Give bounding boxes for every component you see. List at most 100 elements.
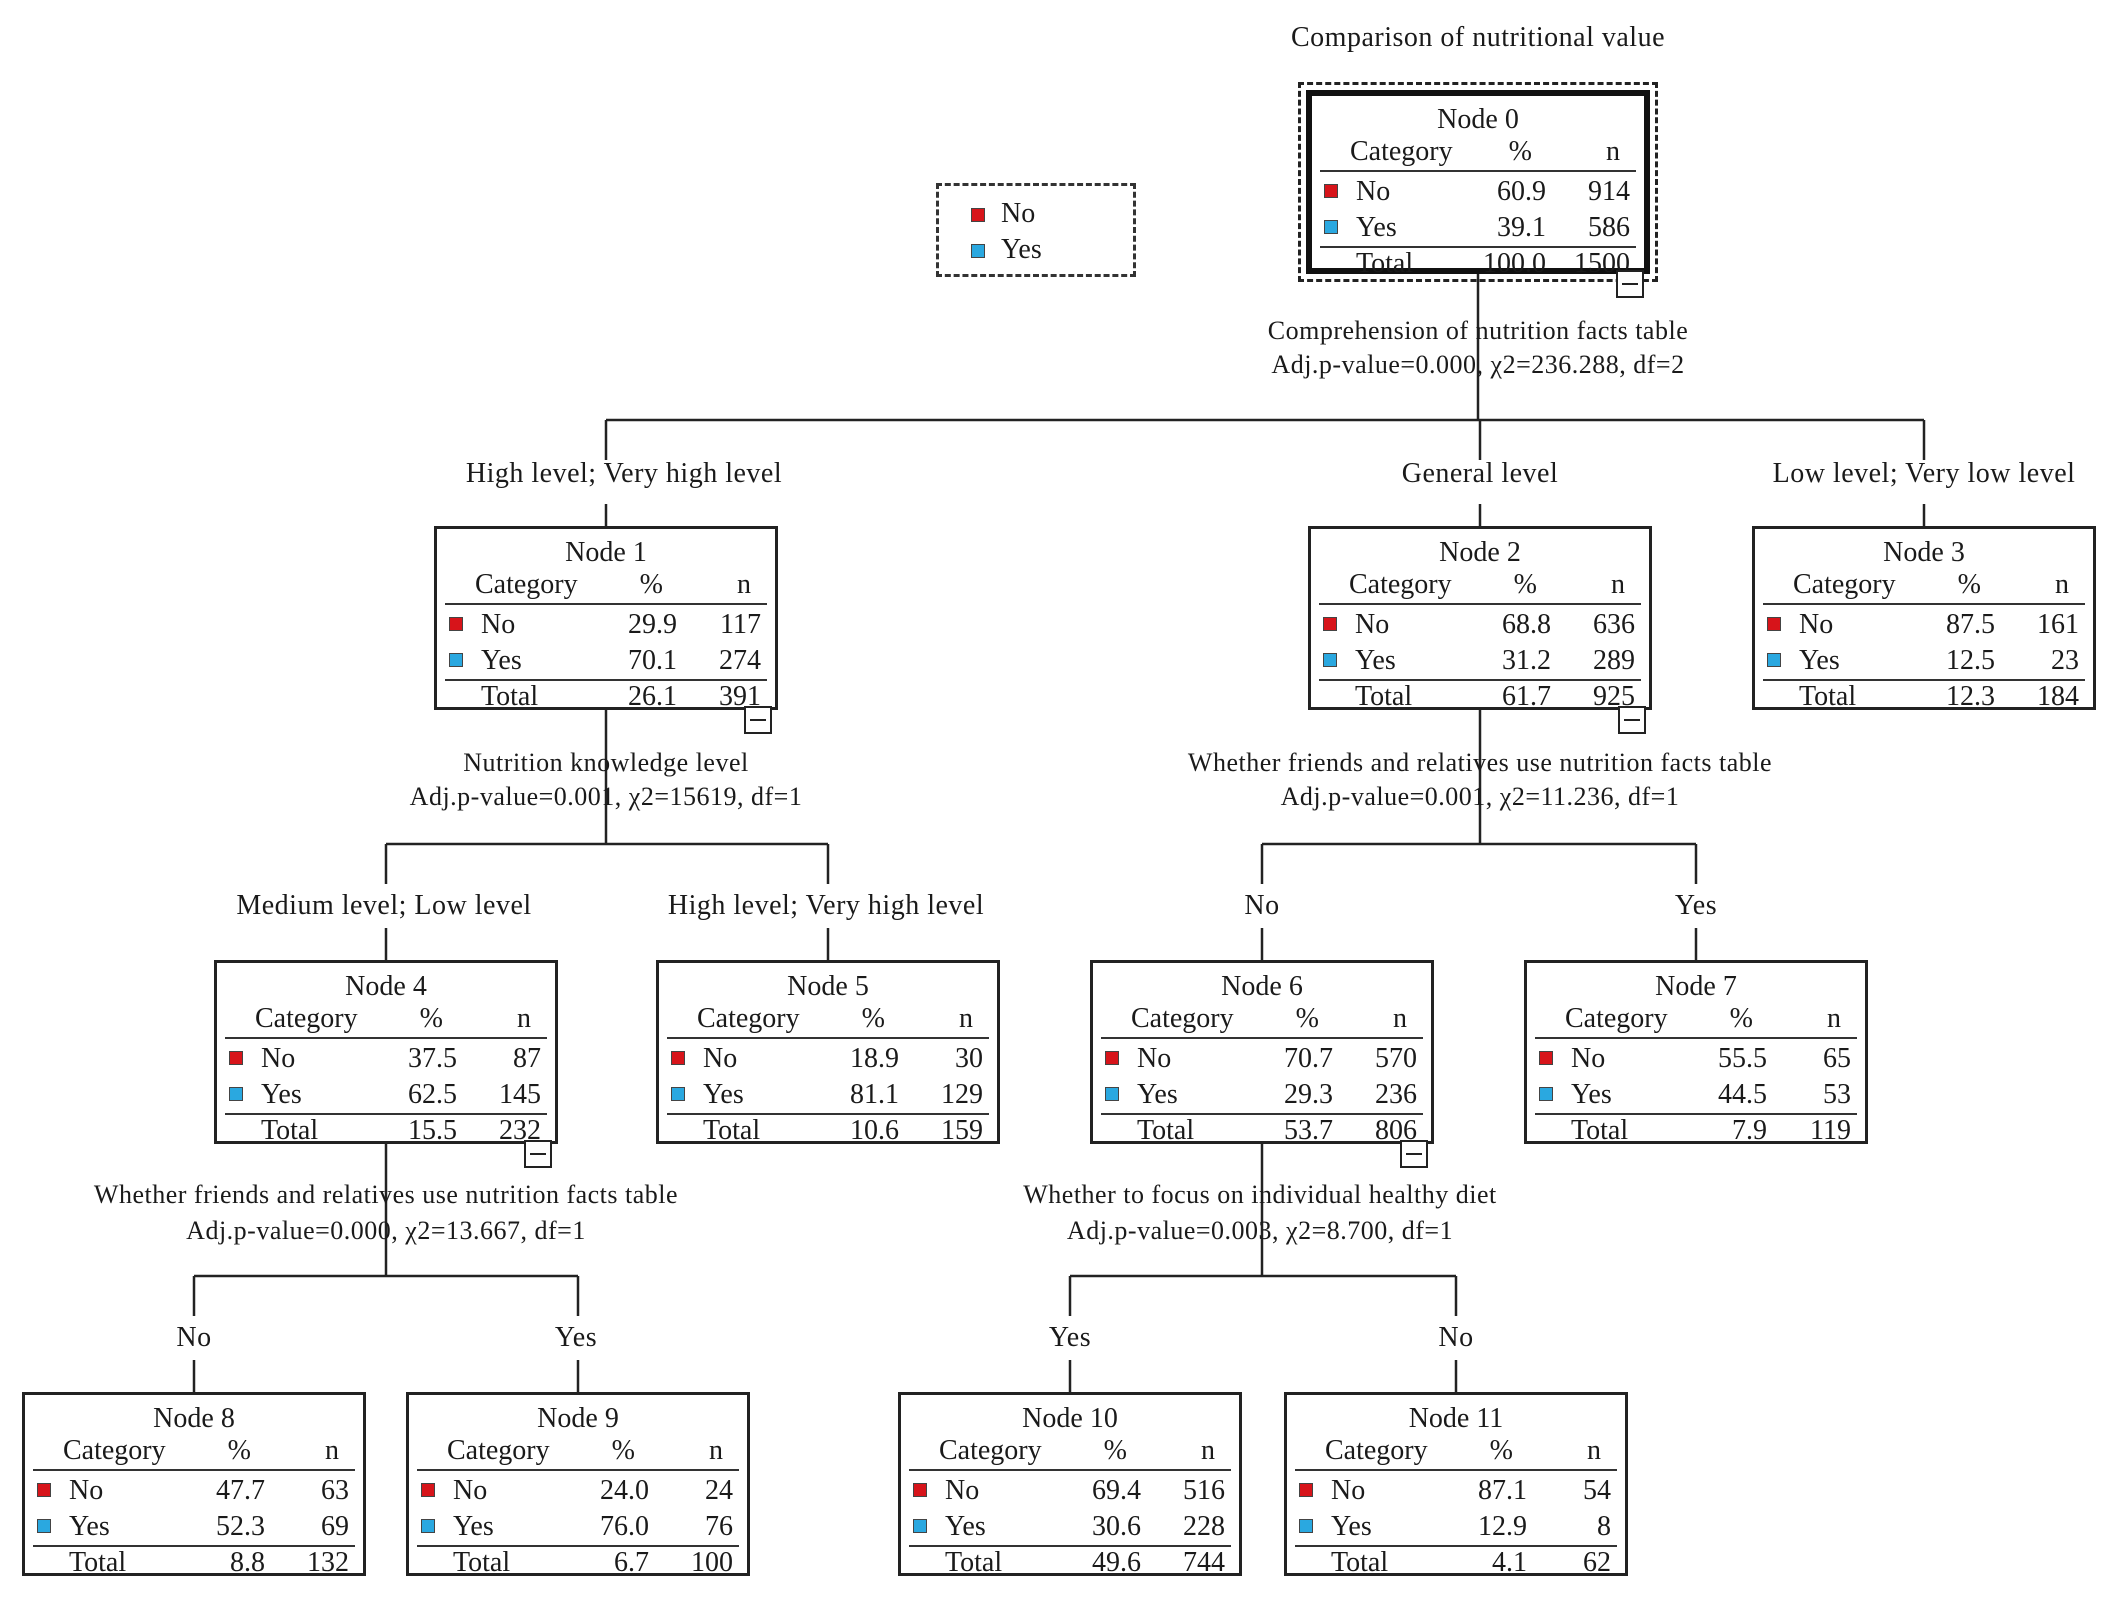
collapse-icon[interactable] <box>1616 270 1644 298</box>
node-header-row: Category % n <box>667 1003 989 1039</box>
divider <box>909 1469 1231 1471</box>
tree-node[interactable]: Node 11 Category % n No 87.1 54 Yes 12.9… <box>1284 1392 1628 1578</box>
pct-value: 76.0 <box>600 1511 649 1542</box>
tree-node[interactable]: Node 10 Category % n No 69.4 516 Yes 30.… <box>898 1392 1242 1578</box>
tree-node[interactable]: Node 3 Category % n No 87.5 161 Yes 12.5… <box>1752 526 2096 712</box>
collapse-icon[interactable] <box>1618 706 1646 734</box>
node-header-row: Category % n <box>1295 1435 1617 1471</box>
tree-node[interactable]: Node 5 Category % n No 18.9 30 Yes 81.1 … <box>656 960 1000 1146</box>
pct-value: 55.5 <box>1718 1043 1767 1074</box>
pct-header: % <box>1957 569 1981 600</box>
divider <box>1295 1469 1617 1471</box>
row-total: Total 49.6 744 <box>909 1547 1231 1583</box>
branch-label: High level; Very high level <box>667 890 985 921</box>
tree-node[interactable]: Node 6 Category % n No 70.7 570 Yes 29.3… <box>1090 960 1434 1146</box>
category-label: Yes <box>1355 645 1396 676</box>
yes-swatch-icon <box>449 653 463 667</box>
category-header: Category <box>447 1435 550 1466</box>
node-header-row: Category % n <box>33 1435 355 1471</box>
pct-value: 70.1 <box>628 645 677 676</box>
category-label: Yes <box>1571 1079 1612 1110</box>
pct-value: 4.1 <box>1492 1547 1527 1578</box>
category-label: Yes <box>1356 212 1397 243</box>
total-label: Total <box>1137 1115 1195 1146</box>
node-title: Node 10 <box>1022 1403 1118 1434</box>
node-header-row: Category % n <box>417 1435 739 1471</box>
pct-value: 62.5 <box>408 1079 457 1110</box>
branch-label: No <box>1438 1322 1474 1353</box>
n-value: 24 <box>705 1475 733 1506</box>
row-total: Total 7.9 119 <box>1535 1115 1857 1151</box>
pct-value: 39.1 <box>1497 212 1546 243</box>
row-no: No 29.9 117 <box>445 609 767 645</box>
total-label: Total <box>481 681 539 712</box>
n-header: n <box>1393 1003 1407 1034</box>
total-label: Total <box>703 1115 761 1146</box>
pct-value: 52.3 <box>216 1511 265 1542</box>
split-variable: Whether friends and relatives use nutrit… <box>93 1180 679 1209</box>
collapse-icon[interactable] <box>1400 1140 1428 1168</box>
row-yes: Yes 70.1 274 <box>445 645 767 681</box>
branch-label: Yes <box>1048 1322 1092 1353</box>
row-yes: Yes 12.9 8 <box>1295 1511 1617 1547</box>
row-no: No 60.9 914 <box>1320 176 1636 212</box>
tree-node[interactable]: Node 1 Category % n No 29.9 117 Yes 70.1… <box>434 526 778 712</box>
no-swatch-icon <box>421 1483 435 1497</box>
node-header-row: Category % n <box>1763 569 2085 605</box>
category-label: Yes <box>453 1511 494 1542</box>
category-header: Category <box>1350 136 1453 167</box>
n-value: 87 <box>513 1043 541 1074</box>
n-header: n <box>1611 569 1625 600</box>
split-variable: Whether to focus on individual healthy d… <box>1023 1180 1497 1209</box>
branch-label: No <box>176 1322 212 1353</box>
tree-node[interactable]: Node 7 Category % n No 55.5 65 Yes 44.5 … <box>1524 960 1868 1146</box>
collapse-icon[interactable] <box>524 1140 552 1168</box>
tree-node[interactable]: Node 4 Category % n No 37.5 87 Yes 62.5 … <box>214 960 558 1146</box>
n-value: 159 <box>941 1115 983 1146</box>
row-yes: Yes 62.5 145 <box>225 1079 547 1115</box>
row-no: No 68.8 636 <box>1319 609 1641 645</box>
no-swatch-icon <box>971 208 985 222</box>
pct-value: 29.9 <box>628 609 677 640</box>
category-label: Yes <box>481 645 522 676</box>
n-value: 117 <box>720 609 761 640</box>
n-header: n <box>325 1435 339 1466</box>
divider <box>1101 1113 1423 1115</box>
row-no: No 87.5 161 <box>1763 609 2085 645</box>
node-title: Node 3 <box>1883 537 1965 568</box>
total-label: Total <box>1355 681 1413 712</box>
pct-value: 26.1 <box>628 681 677 712</box>
divider <box>417 1469 739 1471</box>
category-label: No <box>261 1043 296 1074</box>
yes-swatch-icon <box>1299 1519 1313 1533</box>
n-value: 228 <box>1183 1511 1225 1542</box>
tree-node[interactable]: Node 2 Category % n No 68.8 636 Yes 31.2… <box>1308 526 1652 712</box>
row-yes: Yes 52.3 69 <box>33 1511 355 1547</box>
no-swatch-icon <box>1105 1051 1119 1065</box>
n-header: n <box>1587 1435 1601 1466</box>
pct-value: 47.7 <box>216 1475 265 1506</box>
row-total: Total 10.6 159 <box>667 1115 989 1151</box>
n-value: 274 <box>719 645 761 676</box>
yes-swatch-icon <box>1767 653 1781 667</box>
row-total: Total 6.7 100 <box>417 1547 739 1583</box>
divider <box>225 1113 547 1115</box>
category-label: No <box>703 1043 738 1074</box>
n-value: 8 <box>1597 1511 1611 1542</box>
collapse-icon[interactable] <box>744 706 772 734</box>
total-label: Total <box>1571 1115 1629 1146</box>
tree-node[interactable]: Node 0 Category % n No 60.9 914 Yes 39.1… <box>1298 82 1658 282</box>
n-value: 145 <box>499 1079 541 1110</box>
pct-value: 12.3 <box>1946 681 1995 712</box>
category-header: Category <box>1793 569 1896 600</box>
tree-node[interactable]: Node 8 Category % n No 47.7 63 Yes 52.3 … <box>22 1392 366 1578</box>
pct-header: % <box>227 1435 251 1466</box>
total-label: Total <box>261 1115 319 1146</box>
branch-label: High level; Very high level <box>465 458 783 489</box>
pct-value: 12.9 <box>1478 1511 1527 1542</box>
n-value: 744 <box>1183 1547 1225 1578</box>
tree-node[interactable]: Node 9 Category % n No 24.0 24 Yes 76.0 … <box>406 1392 750 1578</box>
branch-label: Yes <box>554 1322 598 1353</box>
n-value: 636 <box>1593 609 1635 640</box>
